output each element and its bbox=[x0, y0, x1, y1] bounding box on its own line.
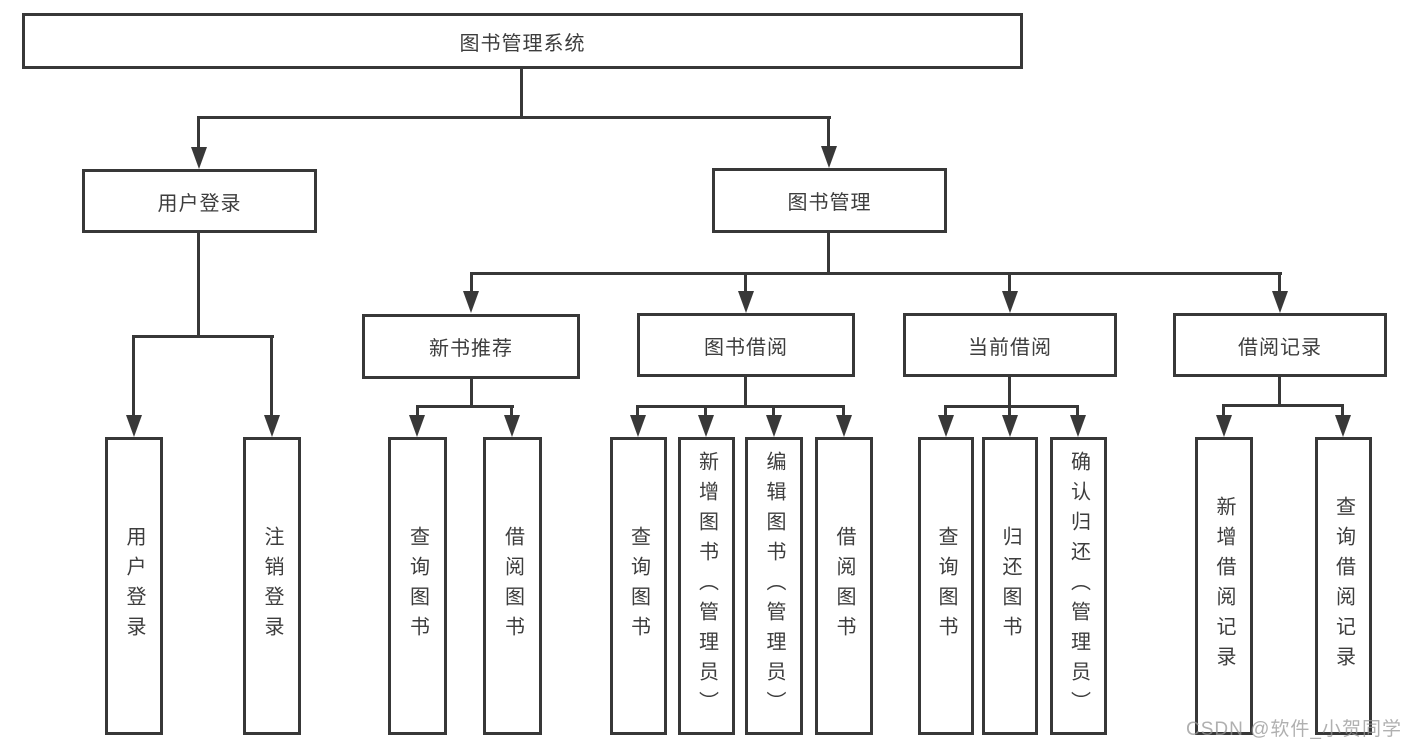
connector-line bbox=[470, 272, 473, 293]
node-leaf-query-books-recommend: 查询图书 bbox=[388, 437, 447, 735]
arrowhead-down-icon bbox=[630, 415, 646, 437]
connector-line bbox=[197, 233, 200, 338]
connector-line bbox=[470, 379, 473, 408]
node-leaf-borrow-books-recommend: 借阅图书 bbox=[483, 437, 542, 735]
node-label: 图书管理 bbox=[787, 192, 872, 214]
csdn-watermark: CSDN @软件_小贺同学 bbox=[1186, 719, 1402, 740]
node-label: 确认归还（管理员） bbox=[1067, 451, 1090, 721]
node-label: 用户登录 bbox=[157, 192, 242, 215]
connector-line bbox=[1008, 272, 1011, 293]
node-leaf-query-borrow-record: 查询借阅记录 bbox=[1315, 437, 1372, 735]
node-label: 注销登录 bbox=[261, 526, 283, 646]
node-leaf-logout: 注销登录 bbox=[243, 437, 301, 735]
node-leaf-confirm-return-admin: 确认归还（管理员） bbox=[1050, 437, 1107, 735]
node-book-borrowing: 图书借阅 bbox=[637, 313, 855, 377]
connector-line bbox=[520, 69, 523, 119]
arrowhead-down-icon bbox=[766, 415, 782, 437]
arrowhead-down-icon bbox=[409, 415, 425, 437]
connector-line bbox=[1278, 272, 1281, 293]
connector-line bbox=[704, 405, 707, 417]
node-label: 新书推荐 bbox=[429, 338, 513, 360]
connector-line bbox=[416, 405, 419, 417]
connector-line bbox=[945, 405, 1079, 408]
arrowhead-down-icon bbox=[836, 415, 852, 437]
node-leaf-user-login: 用户登录 bbox=[105, 437, 163, 735]
connector-line bbox=[1223, 404, 1344, 407]
arrowhead-down-icon bbox=[738, 291, 754, 313]
arrowhead-down-icon bbox=[504, 415, 520, 437]
arrowhead-down-icon bbox=[1002, 415, 1018, 437]
node-new-book-recommend: 新书推荐 bbox=[362, 314, 580, 379]
arrowhead-down-icon bbox=[264, 415, 280, 437]
node-label: 查询图书 bbox=[627, 526, 650, 646]
connector-line bbox=[132, 335, 135, 417]
node-borrowing-records: 借阅记录 bbox=[1173, 313, 1387, 377]
connector-line bbox=[744, 272, 747, 293]
connector-line bbox=[827, 233, 830, 275]
node-book-management: 图书管理 bbox=[712, 168, 947, 233]
connector-line bbox=[827, 116, 830, 148]
node-label: 查询图书 bbox=[935, 526, 957, 646]
connector-line bbox=[197, 116, 200, 149]
connector-line bbox=[1008, 405, 1011, 417]
connector-line bbox=[1076, 405, 1079, 417]
connector-line bbox=[842, 405, 845, 417]
node-user-login: 用户登录 bbox=[82, 169, 317, 233]
connector-line bbox=[744, 377, 747, 408]
connector-line bbox=[270, 335, 273, 417]
node-leaf-edit-books-admin: 编辑图书（管理员） bbox=[745, 437, 803, 735]
node-label: 图书管理系统 bbox=[459, 32, 586, 55]
arrowhead-down-icon bbox=[191, 147, 207, 169]
arrowhead-down-icon bbox=[126, 415, 142, 437]
connector-line bbox=[772, 405, 775, 417]
connector-line bbox=[1222, 404, 1225, 417]
node-label: 归还图书 bbox=[999, 526, 1021, 646]
node-label: 借阅记录 bbox=[1238, 336, 1322, 359]
node-label: 用户登录 bbox=[123, 526, 145, 646]
connector-line bbox=[510, 405, 513, 417]
node-label: 查询借阅记录 bbox=[1332, 496, 1355, 676]
node-label: 图书借阅 bbox=[704, 336, 788, 359]
node-label: 新增借阅记录 bbox=[1213, 496, 1235, 676]
node-leaf-query-books-current: 查询图书 bbox=[918, 437, 974, 735]
node-label: 借阅图书 bbox=[501, 526, 524, 646]
node-label: 编辑图书（管理员） bbox=[763, 451, 785, 721]
connector-line bbox=[1008, 377, 1011, 408]
arrowhead-down-icon bbox=[1216, 415, 1232, 437]
connector-line bbox=[944, 405, 947, 417]
arrowhead-down-icon bbox=[463, 291, 479, 313]
node-leaf-borrow-books: 借阅图书 bbox=[815, 437, 873, 735]
node-current-borrowing: 当前借阅 bbox=[903, 313, 1117, 377]
node-label: 当前借阅 bbox=[968, 336, 1052, 359]
node-leaf-add-books-admin: 新增图书（管理员） bbox=[678, 437, 735, 735]
node-leaf-return-books: 归还图书 bbox=[982, 437, 1038, 735]
arrowhead-down-icon bbox=[938, 415, 954, 437]
arrowhead-down-icon bbox=[698, 415, 714, 437]
connector-line bbox=[132, 335, 274, 338]
node-label: 新增图书（管理员） bbox=[695, 451, 718, 721]
arrowhead-down-icon bbox=[1335, 415, 1351, 437]
arrowhead-down-icon bbox=[1002, 291, 1018, 313]
connector-line bbox=[637, 405, 845, 408]
connector-line bbox=[1278, 377, 1281, 407]
connector-line bbox=[1341, 404, 1344, 417]
node-label: 查询图书 bbox=[406, 526, 429, 646]
node-leaf-query-books: 查询图书 bbox=[610, 437, 667, 735]
connector-line bbox=[636, 405, 639, 417]
arrowhead-down-icon bbox=[1070, 415, 1086, 437]
connector-line bbox=[470, 272, 1282, 275]
connector-line bbox=[416, 405, 514, 408]
connector-line bbox=[197, 116, 831, 119]
node-leaf-add-borrow-record: 新增借阅记录 bbox=[1195, 437, 1253, 735]
arrowhead-down-icon bbox=[1272, 291, 1288, 313]
node-label: 借阅图书 bbox=[833, 526, 855, 646]
arrowhead-down-icon bbox=[821, 146, 837, 168]
node-root-library-system: 图书管理系统 bbox=[22, 13, 1023, 69]
